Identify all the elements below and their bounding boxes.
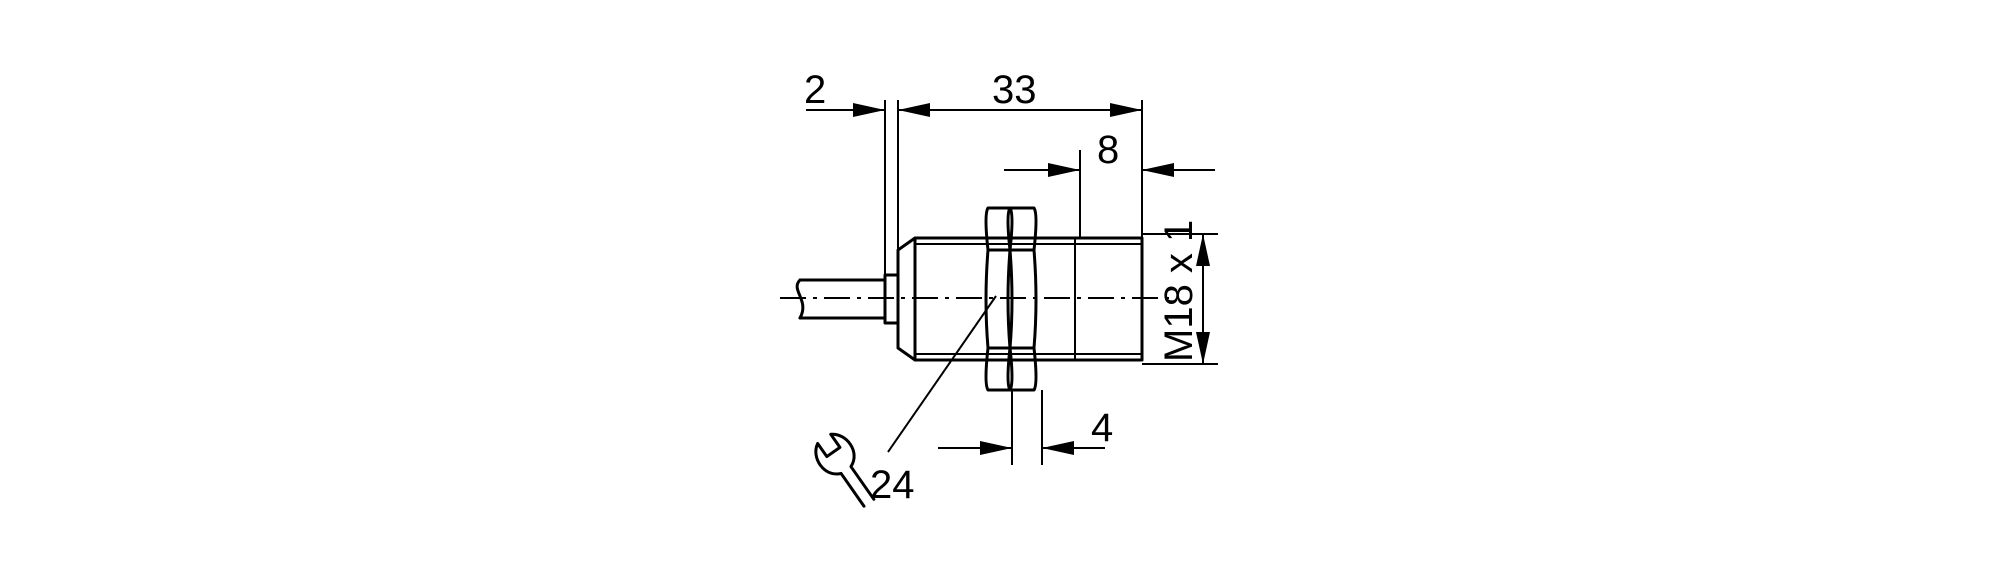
dimension-33: [898, 103, 1142, 117]
dimension-label-8: 8: [1097, 128, 1119, 172]
dimension-label-33: 33: [992, 68, 1037, 112]
dimension-label-24: 24: [870, 463, 915, 507]
wrench-icon: [814, 432, 876, 508]
dimension-4: [938, 441, 1105, 455]
extension-lines: [884, 100, 1218, 465]
dimension-8: [1004, 163, 1215, 177]
sensor-body: [896, 236, 1144, 362]
dimension-label-2: 2: [804, 68, 826, 112]
lock-nuts: [984, 206, 1038, 392]
dimension-label-thread: M18 x 1: [1157, 220, 1201, 362]
dimension-thread: [1196, 234, 1210, 364]
dimension-2: [806, 103, 885, 117]
cable: [795, 278, 887, 320]
dimension-label-4: 4: [1091, 406, 1113, 450]
wrench-leader: [887, 295, 997, 453]
